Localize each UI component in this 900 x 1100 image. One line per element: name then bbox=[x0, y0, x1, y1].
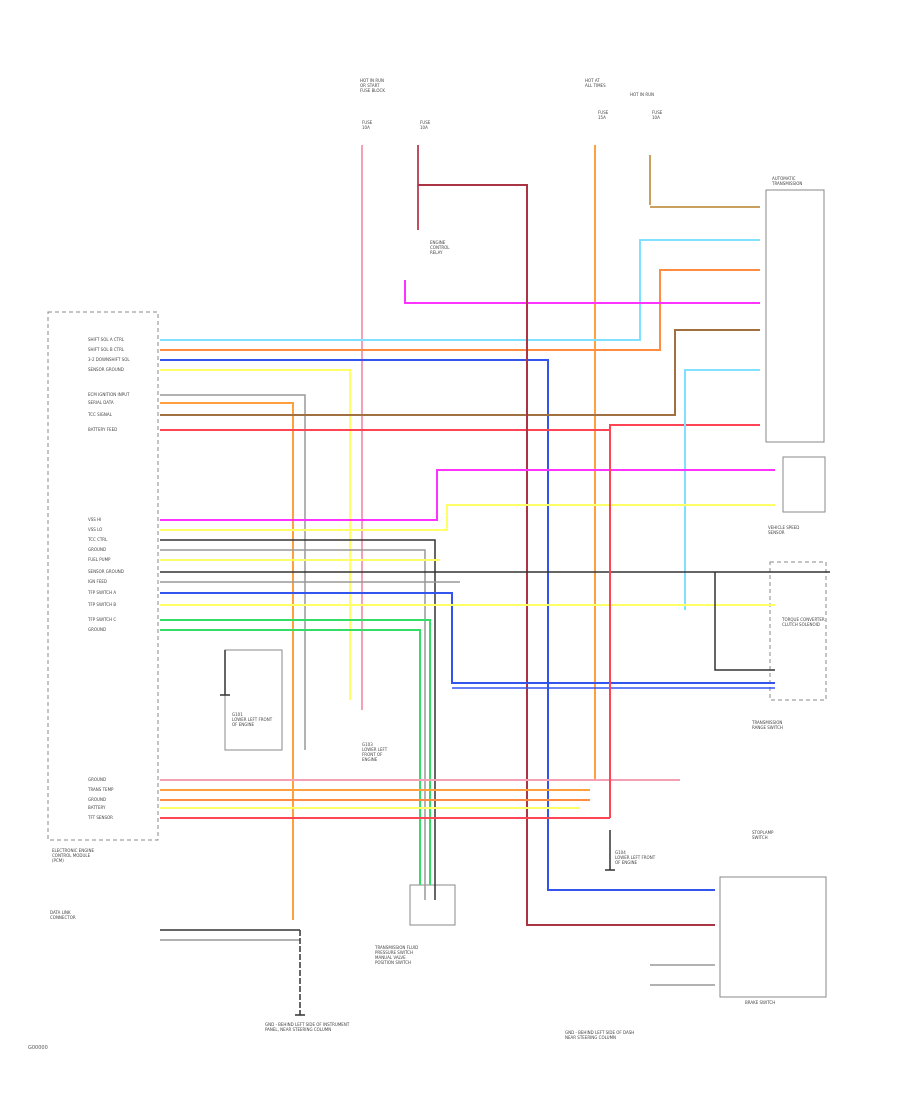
wire-magenta-1 bbox=[404, 280, 760, 304]
ground-symbol-2 bbox=[295, 1010, 305, 1016]
label-ecm: ELECTRONIC ENGINE CONTROL MODULE (PCM) bbox=[52, 848, 95, 863]
ecm-pin-label: 3-2 DOWNSHIFT SOL bbox=[88, 357, 130, 362]
ecm-pin-label: GROUND bbox=[88, 547, 107, 552]
label-ground-3: G104 LOWER LEFT FRONT OF ENGINE bbox=[615, 850, 656, 865]
ground-symbol-1 bbox=[220, 650, 230, 696]
ground-symbol-3 bbox=[605, 830, 615, 871]
label-fuse-4: FUSE 10A bbox=[652, 110, 663, 120]
wire-orange-1 bbox=[160, 269, 760, 351]
ecm-pin-label: GROUND bbox=[88, 627, 107, 632]
label-ground-bottom-left: GND - BEHIND LEFT SIDE OF INSTRUMENT PAN… bbox=[265, 1022, 350, 1032]
ecm-pin-label: GROUND bbox=[88, 777, 107, 782]
trans-switch-box bbox=[765, 189, 825, 443]
wire-orange-2 bbox=[160, 402, 294, 920]
wire-blue-2 bbox=[160, 592, 775, 684]
ecm-pin-label: SHIFT SOL A CTRL bbox=[88, 337, 125, 342]
wire-cyan-2 bbox=[684, 369, 760, 610]
ecm-pin-label: IGN FEED bbox=[88, 579, 107, 584]
label-ground-1: G101 LOWER LEFT FRONT OF ENGINE bbox=[232, 712, 273, 727]
wire-red-1 bbox=[160, 424, 760, 431]
stoplamp-box bbox=[719, 876, 827, 998]
figure-code: G00000 bbox=[28, 1045, 48, 1051]
label-dlc: DATA LINK CONNECTOR bbox=[50, 910, 76, 920]
ecm-pin-label: TCC CTRL bbox=[88, 537, 108, 542]
wire-cyan-1 bbox=[160, 239, 760, 341]
ecm-pin-label: GROUND bbox=[88, 797, 107, 802]
label-pnp-switch: AUTOMATIC TRANSMISSION bbox=[772, 176, 803, 186]
ecm-pin-label: SENSOR GROUND bbox=[88, 569, 124, 574]
label-speed-sensor: VEHICLE SPEED SENSOR bbox=[768, 525, 800, 535]
label-brake-switch: BRAKE SWITCH bbox=[745, 1000, 776, 1005]
label-fuse-3: FUSE 15A bbox=[598, 110, 609, 120]
wire-yellow-2 bbox=[160, 504, 775, 531]
wire-brown-1 bbox=[160, 329, 760, 416]
label-tcc-solenoid: TORQUE CONVERTER CLUTCH SOLENOID bbox=[782, 617, 825, 627]
pressure-switch-box bbox=[409, 884, 456, 926]
ecm-pin-label: TFP SWITCH C bbox=[88, 617, 117, 622]
ecm-pin-label: SHIFT SOL B CTRL bbox=[88, 347, 125, 352]
wire-green-1 bbox=[160, 619, 431, 885]
wire-dark-red-1 bbox=[418, 184, 715, 926]
label-stoplamp-switch: STOPLAMP SWITCH bbox=[752, 830, 774, 840]
ecm-pin-label: BATTERY FEED bbox=[88, 427, 118, 432]
wire-gray-1 bbox=[160, 394, 306, 750]
relay-box bbox=[782, 456, 826, 513]
sensor-box bbox=[769, 561, 827, 701]
ecm-pin-label: ECM IGNITION INPUT bbox=[88, 392, 130, 397]
ecm-module-box bbox=[47, 311, 159, 841]
label-hot-all-times: HOT AT ALL TIMES bbox=[585, 78, 606, 88]
ecm-pin-label: FUEL PUMP bbox=[88, 557, 111, 562]
ecm-pin-label: TRANS TEMP bbox=[88, 787, 114, 792]
ecm-pin-label: TFP SWITCH A bbox=[88, 590, 117, 595]
ecm-pin-label: TFT SENSOR bbox=[88, 815, 113, 820]
label-hot-run-top-left: HOT IN RUN OR START FUSE BLOCK bbox=[360, 78, 385, 93]
ecm-pin-label: SENSOR GROUND bbox=[88, 367, 124, 372]
wire-dark-gray-1 bbox=[714, 572, 775, 671]
label-pcm-relay: ENGINE CONTROL RELAY bbox=[430, 240, 450, 255]
ecm-pin-label: VSS LO bbox=[88, 527, 103, 532]
wire-yellow-1 bbox=[160, 369, 351, 700]
wire-blue-1 bbox=[160, 359, 715, 891]
label-trans-range: TRANSMISSION RANGE SWITCH bbox=[752, 720, 783, 730]
ground-box bbox=[224, 649, 283, 751]
wire-magenta-2 bbox=[160, 469, 775, 521]
label-ground-2: G103 LOWER LEFT FRONT OF ENGINE bbox=[362, 742, 388, 762]
ecm-pin-label: TCC SIGNAL bbox=[88, 412, 112, 417]
ecm-pin-label: VSS HI bbox=[88, 517, 102, 522]
label-fuse-1: FUSE 10A bbox=[362, 120, 373, 130]
label-hot-run-right: HOT IN RUN bbox=[630, 92, 655, 97]
ecm-pin-label: TFP SWITCH B bbox=[88, 602, 117, 607]
ecm-pin-label: SERIAL DATA bbox=[88, 400, 114, 405]
label-ground-bottom-right: GND - BEHIND LEFT SIDE OF DASH NEAR STEE… bbox=[565, 1030, 635, 1040]
label-fuse-2: FUSE 10A bbox=[420, 120, 431, 130]
wire-gray-2 bbox=[160, 549, 426, 900]
label-pressure-switch: TRANSMISSION FLUID PRESSURE SWITCH MANUA… bbox=[375, 945, 419, 965]
ecm-pin-label: BATTERY bbox=[88, 805, 106, 810]
